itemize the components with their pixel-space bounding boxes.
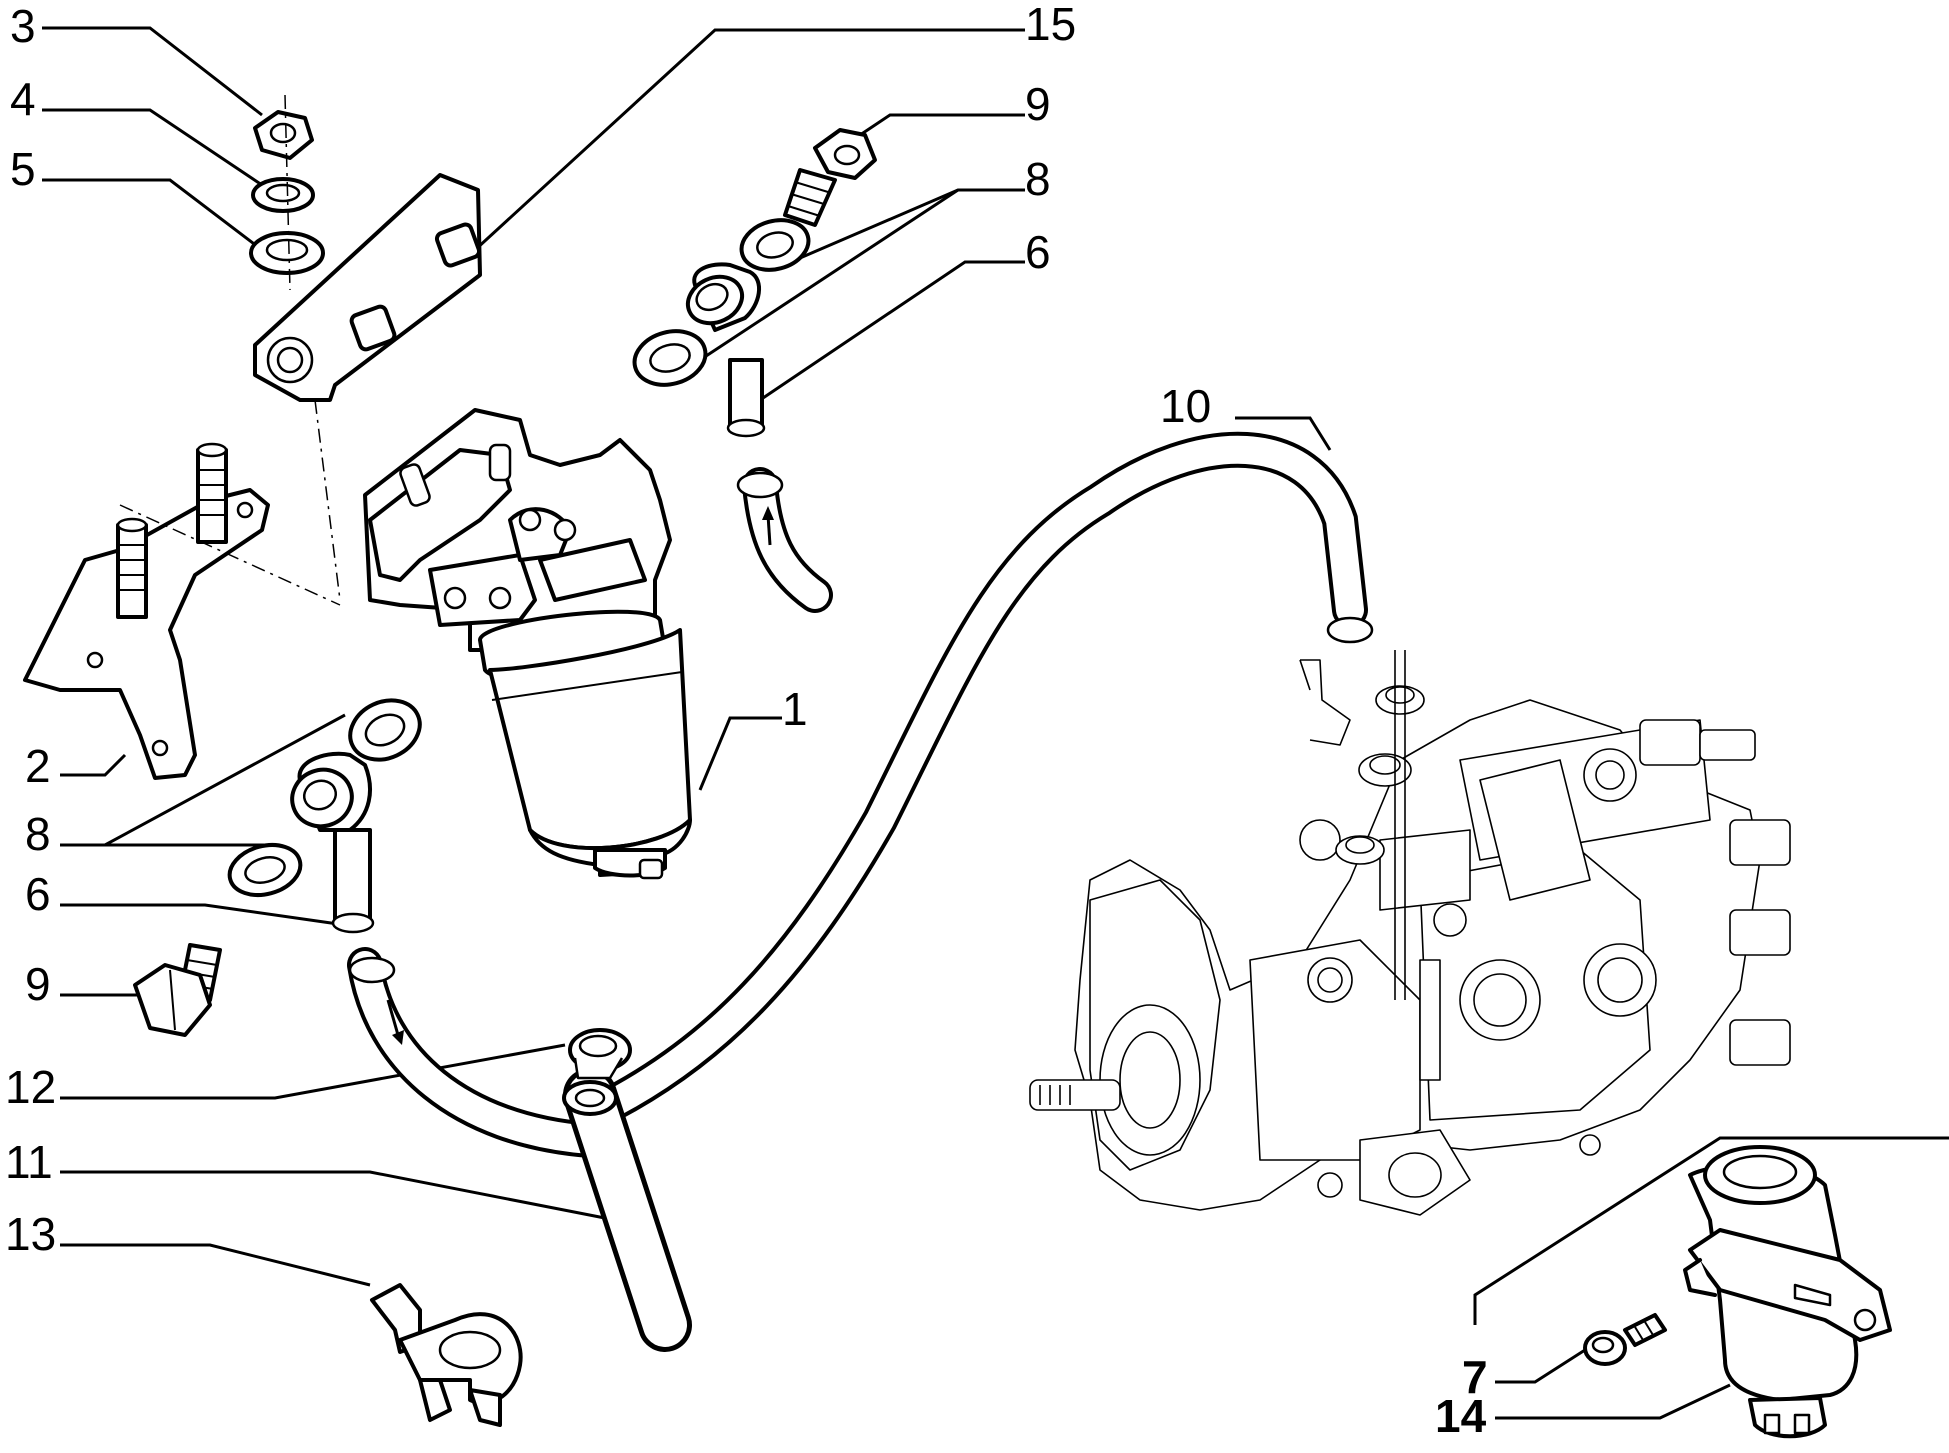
part-9-banjo-bolt-top [783, 128, 877, 227]
part-15-bracket [253, 173, 482, 601]
axis-line [284, 94, 291, 291]
part-12-clip [568, 1028, 632, 1080]
callout-8-top: 8 [1025, 153, 1051, 205]
leader-1 [698, 716, 782, 791]
injection-pump-illustration [1029, 650, 1791, 1216]
leader-7 [1495, 1348, 1586, 1384]
leader-11 [60, 1170, 616, 1222]
part-11-tube [562, 1068, 692, 1352]
part-10-return-hose [582, 431, 1374, 1128]
callout-3: 3 [10, 0, 36, 52]
part-8-washer-top-a [739, 218, 811, 272]
part-6-banjo-fitting-top [685, 262, 766, 438]
callout-10: 10 [1160, 380, 1211, 432]
leader-9-top [859, 113, 1025, 137]
part-4-washer [251, 177, 315, 213]
part-7-screw [1583, 1313, 1667, 1366]
callout-9-left: 9 [25, 958, 51, 1010]
leader-14-frame [1473, 1136, 1949, 1325]
callout-8-left: 8 [25, 808, 51, 860]
callout-15: 15 [1025, 0, 1076, 50]
leader-10 [1235, 416, 1332, 451]
callout-9-top: 9 [1025, 78, 1051, 130]
leader-2 [60, 753, 127, 777]
callout-7: 7 [1462, 1351, 1488, 1403]
part-8-washer-left-a [348, 698, 422, 762]
callout-5: 5 [10, 143, 36, 195]
part-3-nut [253, 110, 314, 160]
leader-3 [42, 26, 263, 117]
leader-14 [1495, 1383, 1731, 1420]
callout-1: 1 [782, 683, 808, 735]
callout-labels: 3 4 5 15 9 8 6 10 1 2 8 6 9 12 11 13 7 1… [5, 0, 1488, 1442]
part-hose-top [736, 467, 833, 613]
part-9-banjo-bolt-left [133, 943, 222, 1037]
part-1-fuel-filter [363, 408, 692, 880]
callout-12: 12 [5, 1061, 56, 1113]
part-5-washer [249, 231, 325, 275]
leader-12 [60, 1043, 566, 1100]
leader-8-top-a [799, 188, 1025, 260]
part-8-washer-left-b [227, 843, 303, 897]
callout-11: 11 [5, 1136, 53, 1188]
callout-6-top: 6 [1025, 226, 1051, 278]
part-8-washer-top-b [632, 329, 708, 387]
leader-13 [60, 1243, 371, 1287]
part-2-bracket [23, 442, 341, 780]
leader-6-left [60, 903, 346, 927]
leader-6-top [759, 260, 1025, 402]
part-13-clamp [370, 1283, 523, 1427]
part-14-switch [1683, 1145, 1892, 1439]
part-hose-left [347, 947, 608, 1158]
callout-14: 14 [1435, 1390, 1487, 1442]
callout-6-left: 6 [25, 868, 51, 920]
callout-4: 4 [10, 73, 36, 125]
leader-4 [42, 108, 263, 187]
callout-2: 2 [25, 740, 51, 792]
leader-lines [42, 26, 1949, 1420]
callout-13: 13 [5, 1208, 56, 1260]
leader-5 [42, 178, 263, 252]
leader-15 [473, 28, 1025, 252]
leader-8-top-b [699, 188, 959, 362]
part-6-banjo-fitting-left [290, 751, 375, 934]
